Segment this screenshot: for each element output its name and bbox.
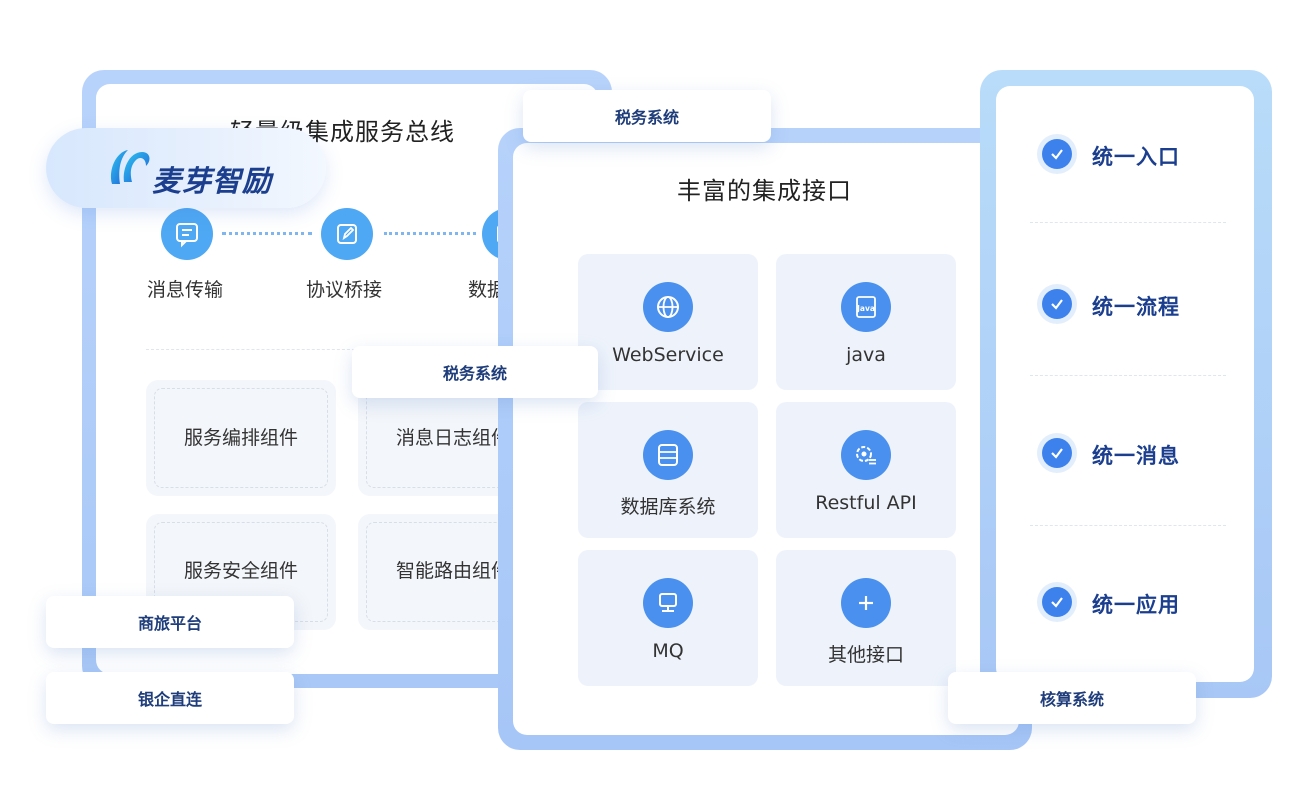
interface-item-database[interactable]: 数据库系统 (578, 402, 758, 538)
maiya-logo-icon (106, 144, 156, 190)
step-connector (222, 232, 312, 235)
interface-label: 数据库系统 (620, 496, 716, 518)
interface-label: 其他接口 (827, 644, 904, 666)
check-icon (1037, 433, 1077, 473)
interface-label: Restful API (815, 492, 917, 514)
feature-label: 统一入口 (1092, 145, 1180, 169)
component-label: 消息日志组件 (396, 427, 511, 449)
tag-accounting-system: 核算系统 (948, 672, 1196, 724)
check-icon (1037, 134, 1077, 174)
right-divider (1030, 525, 1226, 526)
feature-label: 统一流程 (1092, 295, 1180, 319)
interface-item-other[interactable]: 其他接口 (776, 550, 956, 686)
message-icon (161, 208, 213, 260)
interface-item-java[interactable]: Java java (776, 254, 956, 390)
right-divider (1030, 375, 1226, 376)
java-icon: Java (841, 282, 891, 332)
interface-label: WebService (612, 344, 724, 366)
svg-text:Java: Java (856, 304, 875, 313)
step-connector (384, 232, 476, 235)
edit-icon (321, 208, 373, 260)
tag-tax-system-top: 税务系统 (523, 90, 771, 142)
check-icon (1037, 582, 1077, 622)
monitor-icon (643, 578, 693, 628)
interface-item-webservice[interactable]: WebService (578, 254, 758, 390)
plus-icon (841, 578, 891, 628)
component-label: 智能路由组件 (396, 560, 511, 582)
tag-tax-system-mid: 税务系统 (352, 346, 598, 398)
right-divider (1030, 222, 1226, 223)
feature-label: 统一消息 (1092, 444, 1180, 468)
check-icon (1037, 284, 1077, 324)
interface-item-restful[interactable]: Restful API (776, 402, 956, 538)
component-label: 服务安全组件 (184, 560, 299, 582)
step-label: 消息传输 (147, 279, 224, 301)
component-box: 服务编排组件 (146, 380, 336, 496)
brand-name: 麦芽智励 (152, 164, 273, 198)
right-panel-card (996, 86, 1254, 682)
database-icon (643, 430, 693, 480)
interface-item-mq[interactable]: MQ (578, 550, 758, 686)
interface-label: java (846, 344, 886, 366)
feature-label: 统一应用 (1092, 593, 1180, 617)
tag-bank-direct: 银企直连 (46, 672, 294, 724)
component-label: 服务编排组件 (184, 427, 299, 449)
api-gear-icon (841, 430, 891, 480)
tag-travel-platform: 商旅平台 (46, 596, 294, 648)
globe-icon (643, 282, 693, 332)
step-label: 协议桥接 (306, 279, 383, 301)
brand-banner (46, 128, 326, 208)
center-panel-title: 丰富的集成接口 (677, 177, 852, 205)
interface-label: MQ (652, 640, 684, 662)
